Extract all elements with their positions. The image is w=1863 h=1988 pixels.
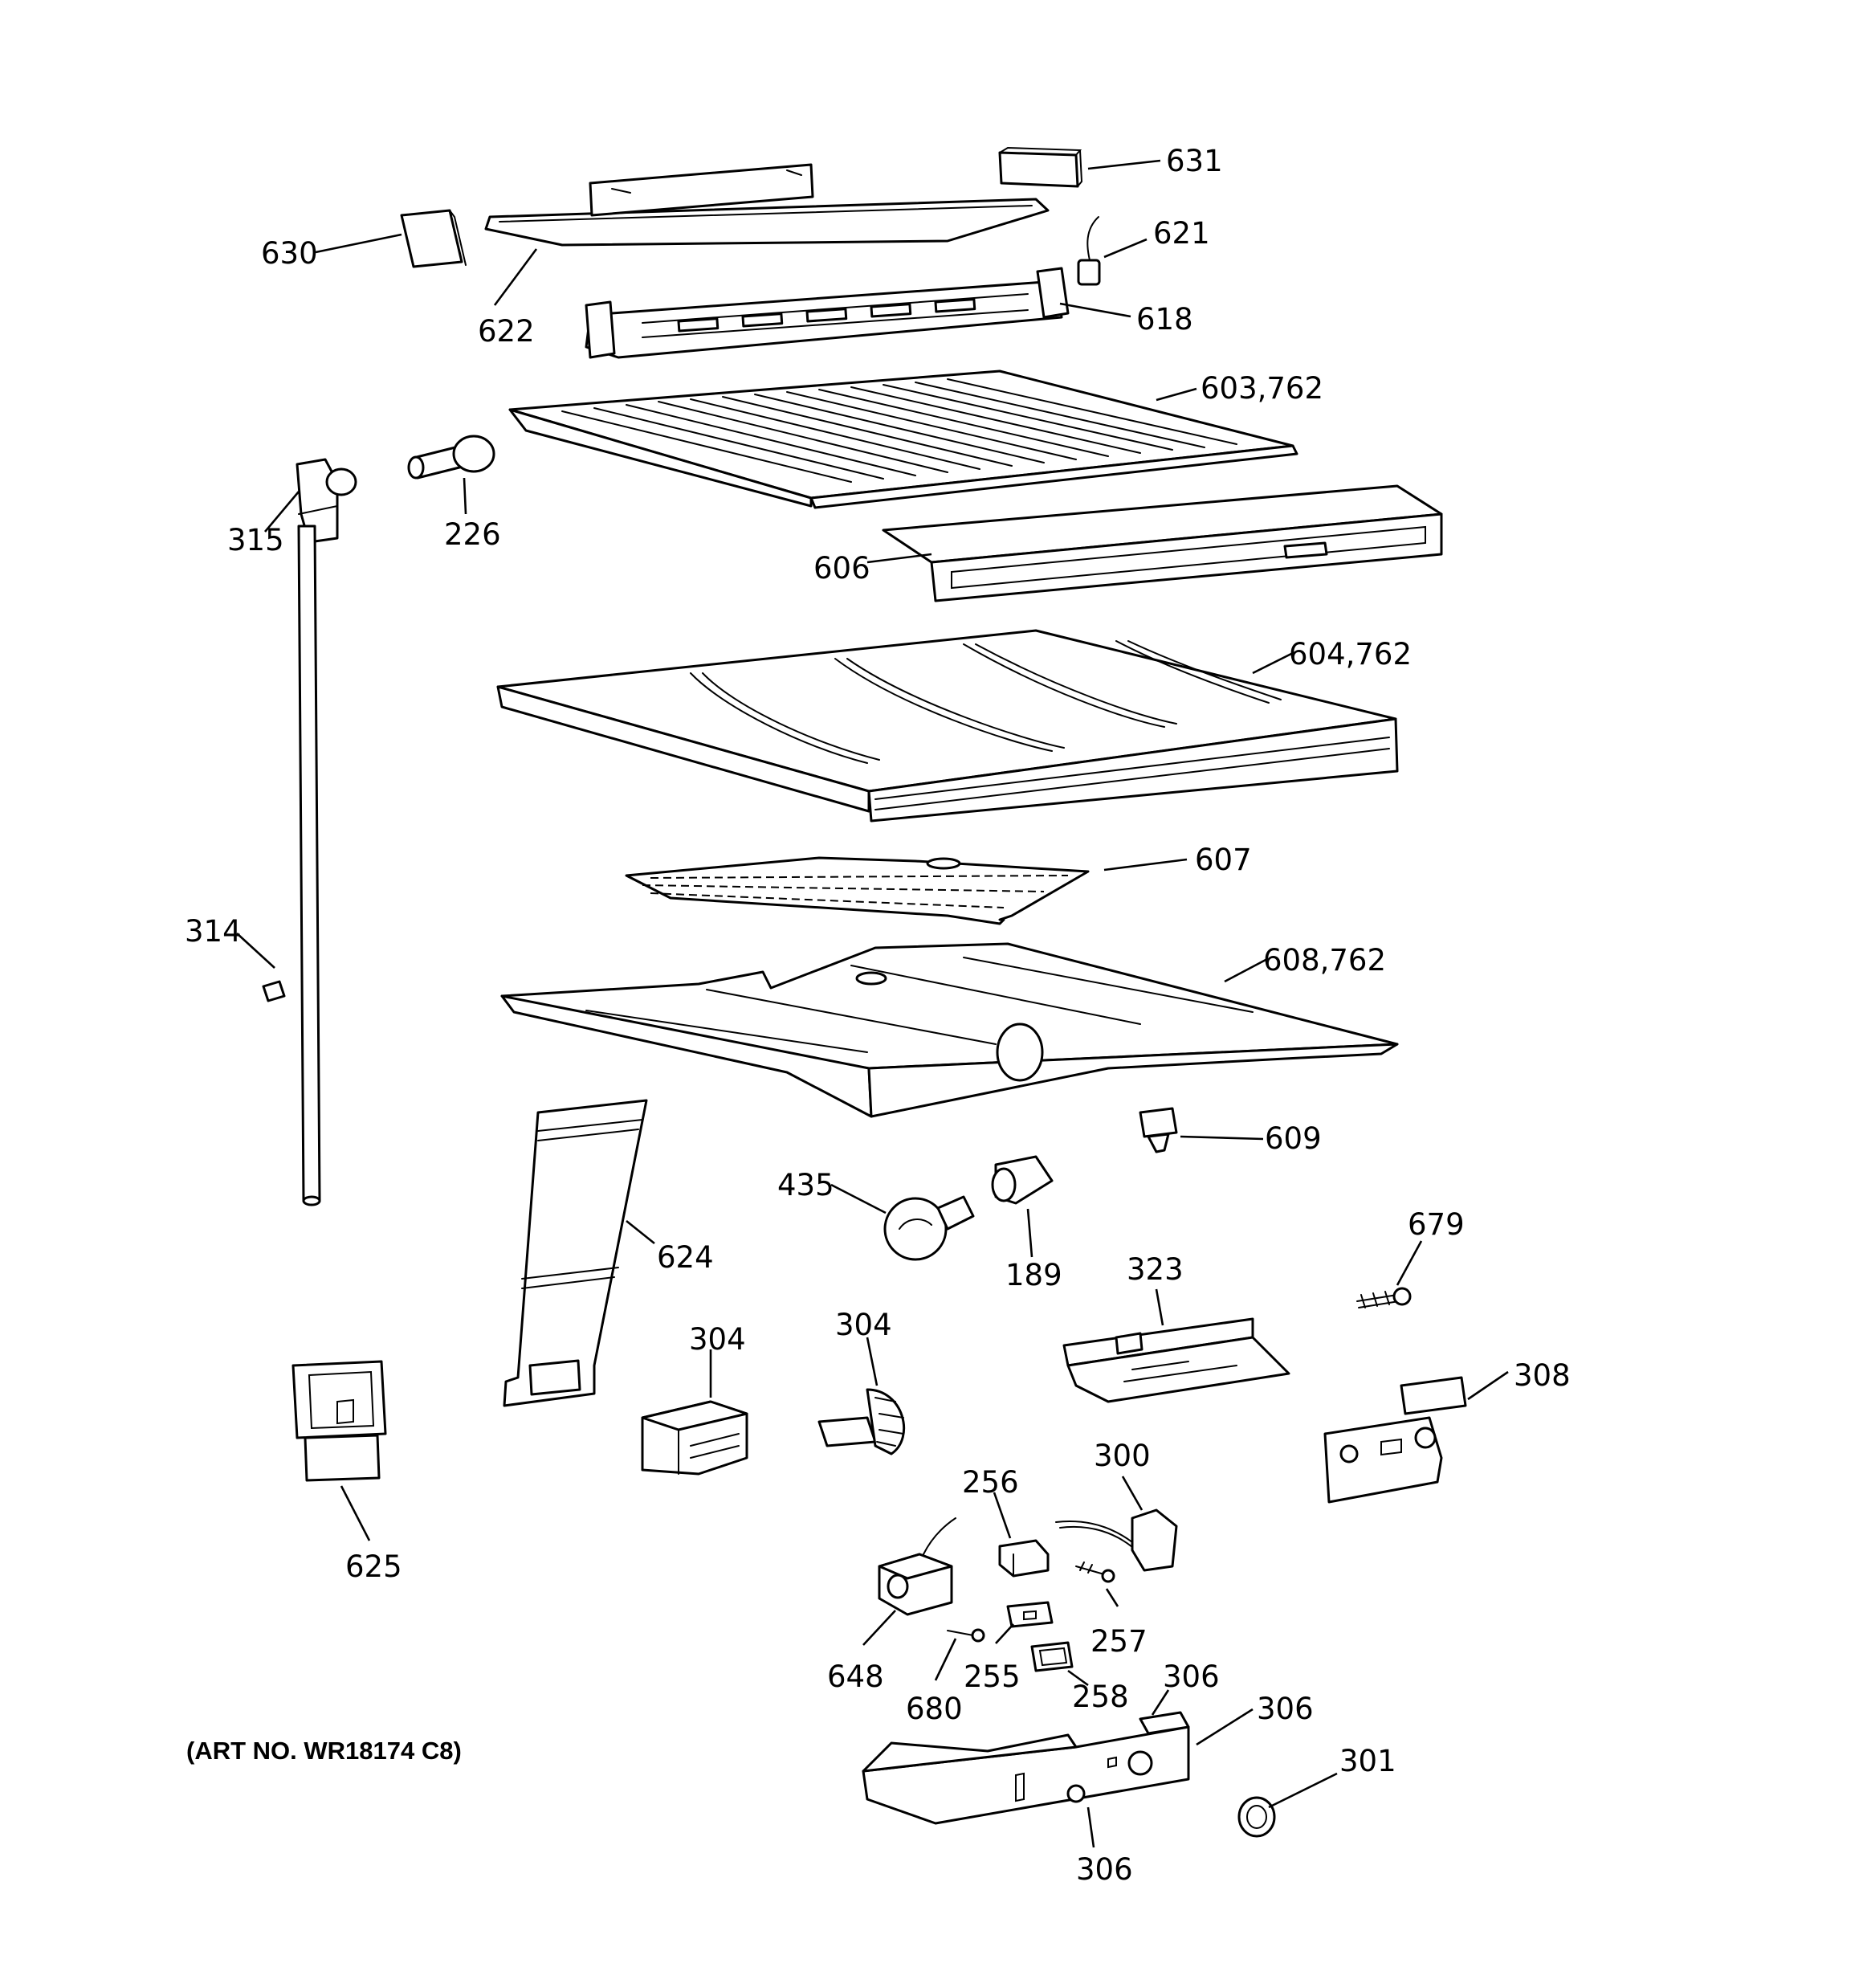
part-314-clip	[262, 980, 286, 1002]
part-625-louver	[291, 1360, 387, 1482]
callout-621: 621	[1153, 216, 1210, 251]
part-630-end-cap	[400, 209, 467, 268]
part-435-light-bulb	[883, 1195, 975, 1261]
part-258-plate	[1030, 1641, 1074, 1672]
callout-625: 625	[345, 1549, 402, 1584]
callout-604-762: 604,762	[1289, 637, 1412, 672]
callout-189: 189	[1005, 1258, 1062, 1292]
callout-607: 607	[1195, 843, 1252, 877]
callout-622: 622	[478, 314, 535, 349]
callout-315: 315	[227, 523, 284, 557]
callout-256: 256	[962, 1465, 1019, 1500]
callout-435: 435	[777, 1168, 834, 1202]
callout-630: 630	[261, 236, 318, 271]
part-604-762-crisper-cover	[496, 629, 1399, 823]
callout-306-lower: 306	[1076, 1852, 1133, 1887]
part-256-switch	[998, 1539, 1050, 1578]
art-number-caption: (ART NO. WR18174 C8)	[186, 1737, 462, 1765]
callout-680: 680	[906, 1692, 963, 1726]
callout-603-762: 603,762	[1201, 371, 1323, 406]
part-609-clip	[1139, 1107, 1178, 1153]
callout-226: 226	[444, 517, 501, 552]
callout-323: 323	[1127, 1252, 1184, 1287]
callout-608-762: 608,762	[1263, 943, 1386, 978]
callout-258: 258	[1072, 1680, 1129, 1714]
part-680-screw	[947, 1628, 985, 1643]
part-226-socket	[407, 435, 495, 480]
callout-306-upper: 306	[1163, 1659, 1220, 1694]
part-608-762-pan	[500, 942, 1399, 1118]
part-rod	[297, 525, 321, 1206]
callout-257: 257	[1090, 1624, 1148, 1659]
part-323-bracket	[1062, 1317, 1290, 1403]
callout-306-right: 306	[1257, 1692, 1314, 1726]
part-304-thermostat	[817, 1388, 906, 1455]
part-631-end-cap	[998, 146, 1083, 188]
callout-679: 679	[1408, 1207, 1465, 1242]
callout-304-left: 304	[689, 1322, 746, 1357]
callout-labels: 631 630 621 622 618 603,762 315 226 606 …	[185, 144, 1571, 1887]
callout-304-right: 304	[835, 1308, 892, 1342]
callout-606: 606	[813, 551, 870, 586]
callout-308: 308	[1514, 1358, 1571, 1393]
callout-624: 624	[657, 1240, 714, 1275]
callout-255: 255	[964, 1659, 1021, 1694]
callout-609: 609	[1265, 1121, 1322, 1156]
part-304-housing	[641, 1400, 748, 1476]
part-301-knob	[1237, 1796, 1276, 1838]
part-606-cover-front	[882, 484, 1443, 602]
callout-648: 648	[827, 1659, 884, 1694]
part-679-screw	[1356, 1287, 1412, 1308]
leader-lines	[236, 159, 1509, 1848]
part-648-timer	[878, 1517, 956, 1616]
part-308-plate	[1323, 1376, 1467, 1504]
part-621-sensor	[1077, 216, 1101, 286]
part-315-hinge	[296, 458, 357, 544]
callout-631: 631	[1166, 144, 1223, 178]
part-189-socket	[991, 1155, 1054, 1205]
part-624-duct	[503, 1099, 648, 1407]
part-300-relay	[1055, 1508, 1178, 1572]
part-306-control-housing	[862, 1711, 1190, 1825]
callout-314: 314	[185, 914, 242, 949]
part-622-cover	[484, 163, 1050, 247]
callout-618: 618	[1136, 302, 1193, 337]
part-257-screw	[1075, 1561, 1115, 1583]
part-607-pad	[625, 856, 1090, 925]
part-255-plate	[1006, 1601, 1054, 1628]
part-603-762-shelf	[508, 369, 1298, 509]
part-618-bracket	[585, 267, 1070, 359]
callout-300: 300	[1094, 1439, 1151, 1473]
callout-301: 301	[1339, 1744, 1396, 1778]
